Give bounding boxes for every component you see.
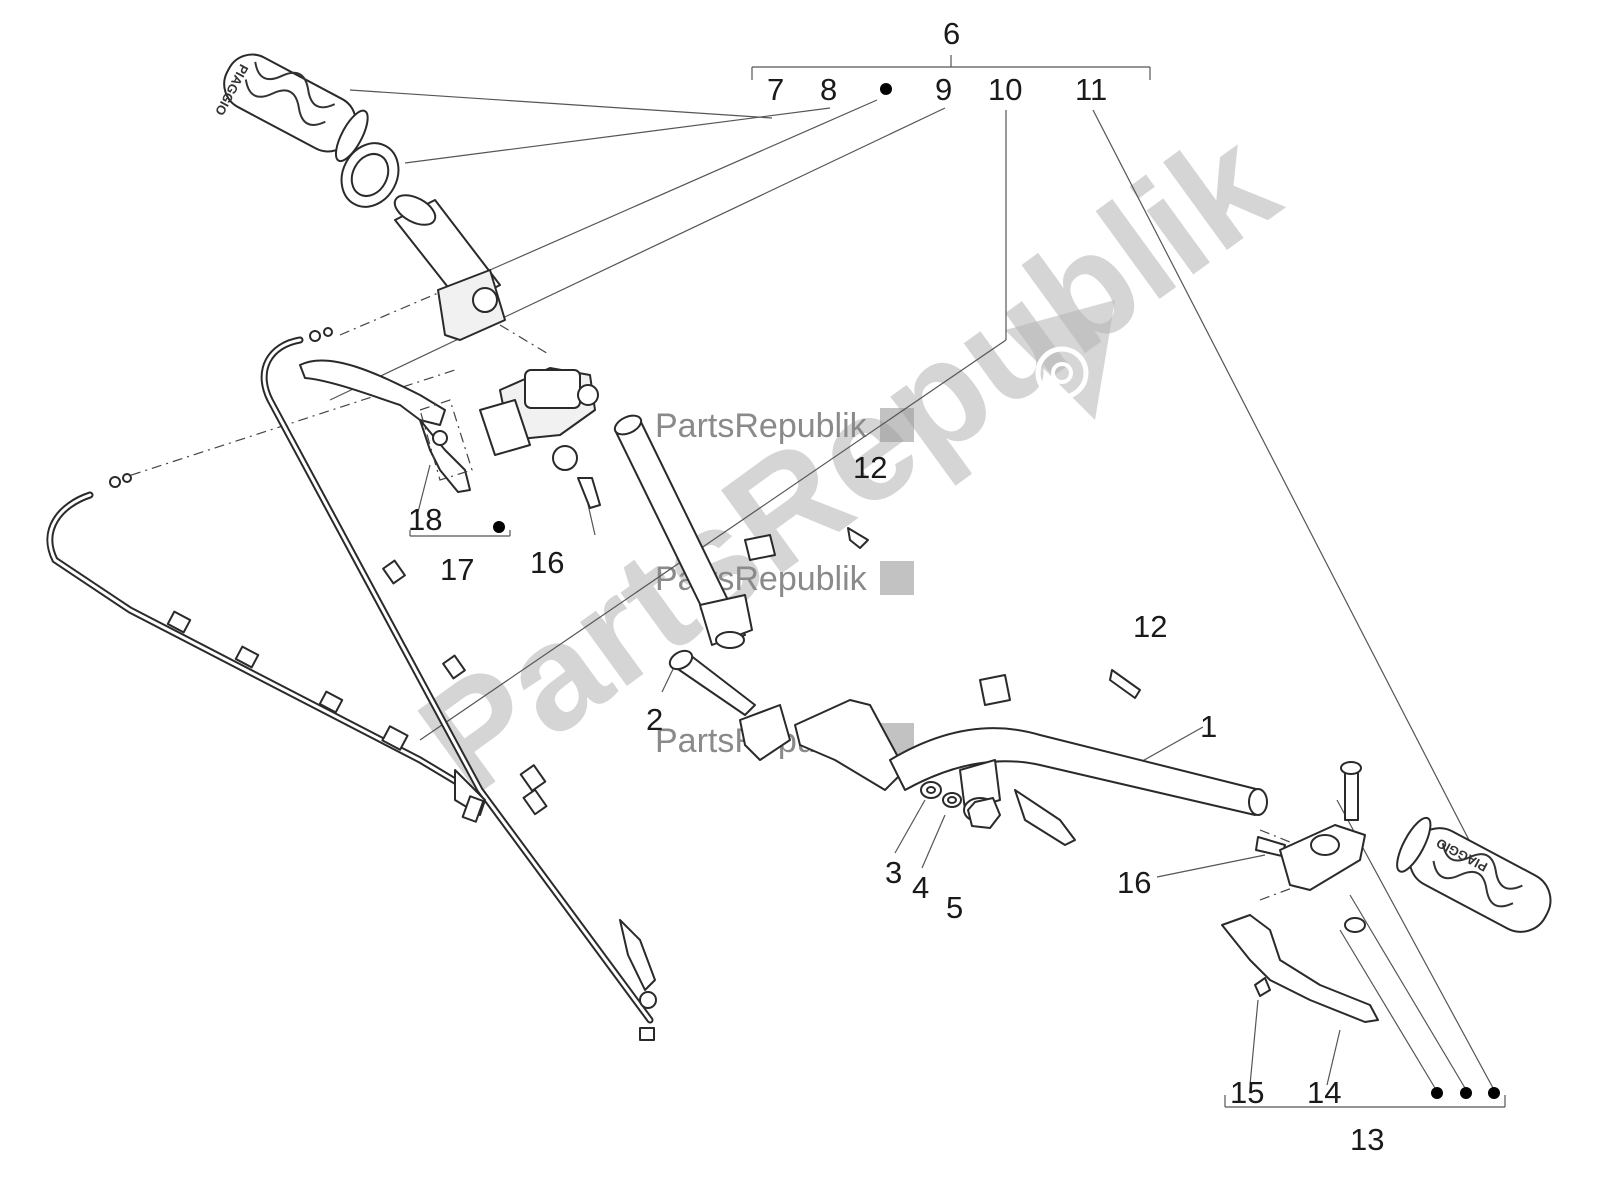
callout-14: 14	[1307, 1075, 1341, 1110]
callouts: 6 7 8 9 10 11 12 12 1 2 3 4 5 16 16 18 1…	[408, 16, 1384, 1157]
callout-12-upper: 12	[853, 450, 887, 485]
bullet-17	[493, 521, 505, 533]
leader-lines	[329, 89, 1506, 1089]
nut-5	[967, 797, 1001, 829]
brake-cable	[46, 491, 486, 823]
callout-7: 7	[767, 72, 784, 107]
spring-15	[1254, 977, 1271, 997]
throttle-sleeve	[393, 194, 506, 341]
right-lever-bracket	[1279, 761, 1366, 933]
bullet-6	[880, 83, 892, 95]
bracket-13	[1224, 1095, 1506, 1108]
callout-3: 3	[885, 855, 902, 890]
callout-16-left: 16	[530, 545, 564, 580]
bullet-13c	[1488, 1087, 1500, 1099]
gear-icon	[880, 561, 914, 595]
callout-8: 8	[820, 72, 837, 107]
bracket-6	[751, 55, 1151, 80]
callout-4: 4	[912, 870, 929, 905]
handlebar	[613, 414, 1268, 846]
callout-16-right: 16	[1117, 865, 1151, 900]
callout-17: 17	[440, 552, 474, 587]
bullet-13b	[1460, 1087, 1472, 1099]
right-brake-lever	[1221, 914, 1379, 1023]
bullets	[493, 83, 1500, 1099]
watermark-brand-1: PartsRepublik	[655, 407, 868, 445]
screw	[668, 649, 756, 716]
bracket-17	[409, 530, 511, 537]
throttle-cable	[260, 336, 657, 1041]
clip-12-upper	[847, 527, 869, 549]
clip-12-lower	[1109, 669, 1141, 699]
gear-icon	[880, 408, 914, 442]
watermark-row-1: PartsRepublik	[655, 407, 914, 445]
callout-18: 18	[408, 502, 442, 537]
callout-1: 1	[1200, 709, 1217, 744]
callout-2: 2	[646, 702, 663, 737]
callout-11: 11	[1075, 72, 1107, 107]
washer-3	[920, 781, 942, 799]
callout-6: 6	[943, 16, 960, 51]
callout-12-lower: 12	[1133, 609, 1167, 644]
right-grip: PIAGGIO	[1396, 816, 1552, 933]
callout-5: 5	[946, 890, 963, 925]
callout-13: 13	[1350, 1122, 1384, 1157]
grip-ring	[340, 142, 400, 208]
bullet-13a	[1431, 1087, 1443, 1099]
callout-10: 10	[988, 72, 1022, 107]
watermark-gear-logo	[1005, 300, 1115, 420]
cable-fittings-top	[109, 327, 333, 488]
washer-4	[942, 792, 962, 808]
callout-9: 9	[935, 72, 952, 107]
stop-switch-left	[577, 477, 601, 509]
callout-15: 15	[1230, 1075, 1264, 1110]
master-cylinder	[299, 359, 599, 493]
